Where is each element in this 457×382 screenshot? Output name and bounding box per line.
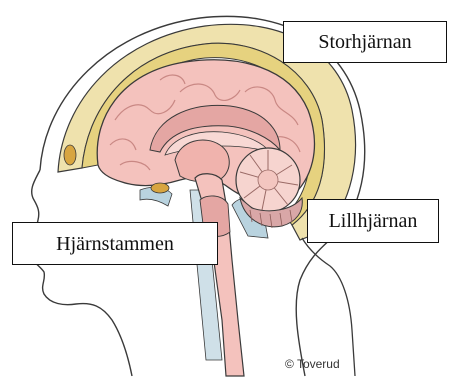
- label-brainstem: Hjärnstammen: [12, 222, 218, 265]
- frontal-sinus: [64, 145, 76, 165]
- face-outline: [30, 170, 132, 376]
- neck-outline-back: [302, 238, 355, 376]
- sphenoid-sinus: [151, 183, 169, 193]
- label-cerebrum: Storhjärnan: [283, 21, 447, 63]
- label-cerebellum: Lillhjärnan: [307, 199, 439, 243]
- image-credit: © Toverud: [285, 357, 340, 371]
